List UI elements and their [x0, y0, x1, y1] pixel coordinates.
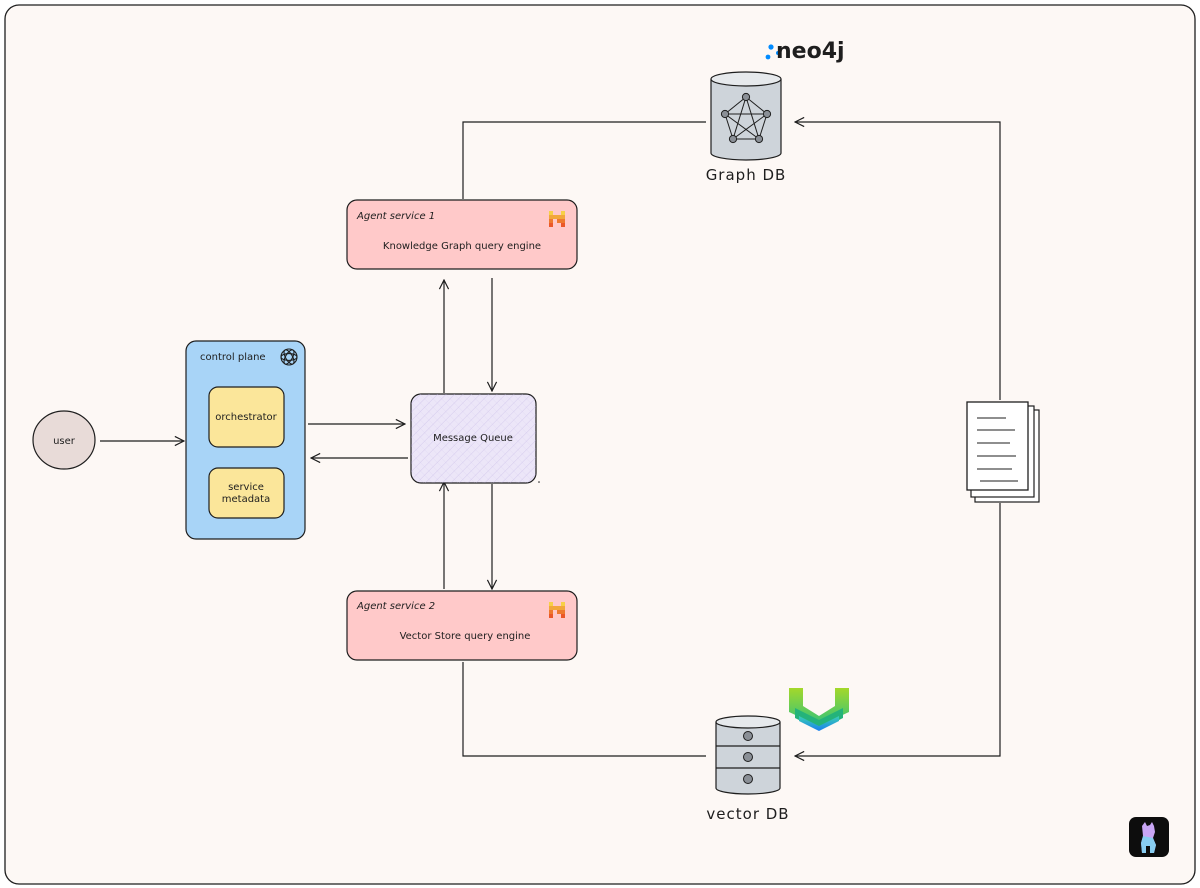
- disk-indicator-icon: [743, 731, 753, 741]
- arrow-documents-to-vectordb: [795, 503, 1001, 756]
- arrow-documents-to-graphdb: [795, 122, 1001, 400]
- mistral-icon: [549, 211, 565, 227]
- network-graph-icon: [720, 92, 772, 144]
- connectors: [100, 121, 1001, 757]
- graph-db: Graph DB: [706, 71, 787, 184]
- weaviate-logo: [789, 688, 849, 731]
- control-plane-label: control plane: [200, 352, 266, 363]
- disk-indicator-icon: [743, 752, 753, 762]
- line-agent2-to-vectordb: [462, 662, 706, 757]
- neo4j-dots-icon: [765, 44, 780, 60]
- documents-icon: [966, 401, 1040, 503]
- llama-icon: [1129, 817, 1169, 857]
- user-node: user: [32, 410, 96, 470]
- service-metadata-label-1: service: [228, 482, 264, 493]
- agent1-subtitle: Knowledge Graph query engine: [383, 241, 541, 252]
- vector-db: vector DB: [706, 715, 789, 823]
- mistral-icon: [549, 602, 565, 618]
- service-metadata-box: service metadata: [208, 467, 285, 519]
- stray-dot: [538, 481, 540, 483]
- neo4j-logo: neo4j: [765, 39, 845, 64]
- agent2-subtitle: Vector Store query engine: [400, 631, 531, 642]
- agent-service-1: Agent service 1 Knowledge Graph query en…: [346, 199, 578, 270]
- disk-indicator-icon: [743, 774, 753, 784]
- orchestrator-label: orchestrator: [215, 412, 277, 423]
- graph-db-label: Graph DB: [706, 166, 787, 184]
- control-plane: control plane orchestrator service metad…: [185, 340, 306, 540]
- line-agent1-to-graphdb: [462, 121, 706, 199]
- openai-icon: [280, 348, 298, 366]
- message-queue: Message Queue: [410, 393, 537, 484]
- agent-service-2: Agent service 2 Vector Store query engin…: [346, 590, 578, 661]
- orchestrator-box: orchestrator: [208, 386, 285, 448]
- message-queue-label: Message Queue: [433, 433, 513, 444]
- agent1-title: Agent service 1: [356, 211, 435, 222]
- canvas-frame: [4, 4, 1196, 885]
- agent2-title: Agent service 2: [356, 601, 435, 612]
- neo4j-wordmark: neo4j: [776, 39, 845, 64]
- vector-db-label: vector DB: [706, 805, 789, 823]
- service-metadata-label-2: metadata: [222, 494, 270, 505]
- user-label: user: [53, 436, 76, 447]
